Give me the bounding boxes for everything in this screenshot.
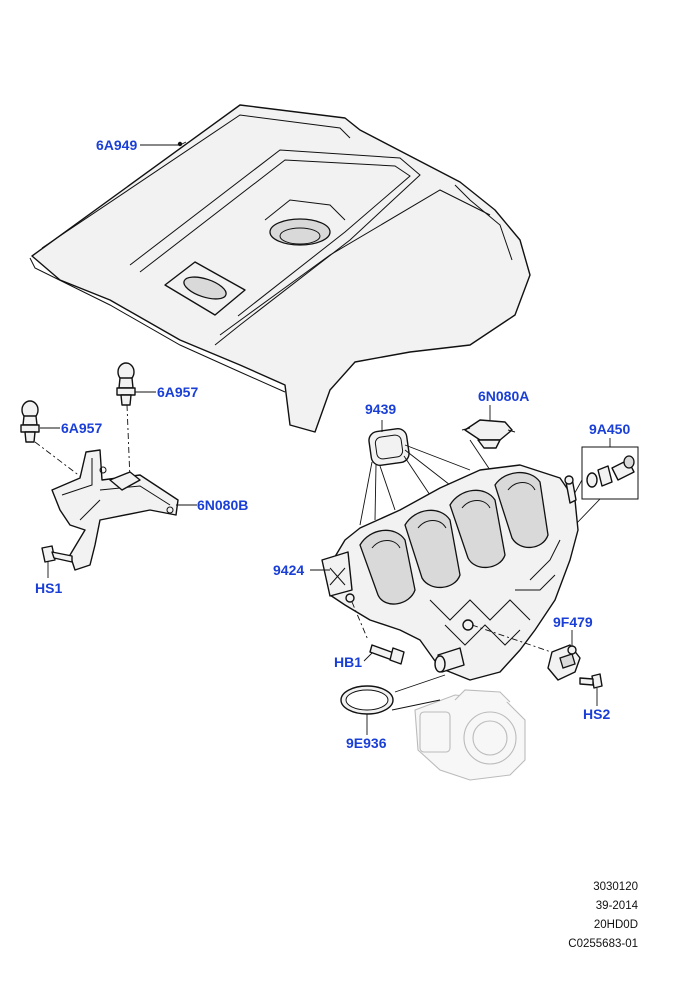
throttle-body-reference: [414, 689, 526, 781]
callout-9424: 9424: [273, 562, 304, 578]
bolt-hs2[interactable]: [579, 673, 603, 689]
bolt-hs1[interactable]: [41, 545, 73, 563]
ball-stud-right[interactable]: [116, 362, 136, 406]
oring-seal[interactable]: [340, 685, 394, 715]
valve-kit[interactable]: [586, 455, 635, 488]
intake-manifold[interactable]: [321, 464, 579, 681]
callout-HB1: HB1: [334, 654, 362, 670]
reference-line-4: C0255683-01: [568, 938, 638, 950]
sensor[interactable]: [547, 644, 581, 681]
clip[interactable]: [461, 419, 516, 449]
callout-6A949: 6A949: [96, 137, 137, 153]
gasket[interactable]: [368, 427, 410, 467]
callout-HS1: HS1: [35, 580, 62, 596]
callout-9F479: 9F479: [553, 614, 593, 630]
callout-6N080A: 6N080A: [478, 388, 529, 404]
callout-6A957-right: 6A957: [157, 384, 198, 400]
reference-line-1: 3030120: [593, 881, 638, 893]
callout-9E936: 9E936: [346, 735, 387, 751]
callout-9A450: 9A450: [589, 421, 630, 437]
engine-cover[interactable]: [29, 104, 531, 433]
callout-6N080B: 6N080B: [197, 497, 248, 513]
ball-stud-left[interactable]: [20, 400, 40, 443]
bracket[interactable]: [51, 449, 179, 571]
reference-line-2: 39-2014: [595, 900, 638, 912]
reference-line-3: 20HD0D: [593, 919, 638, 931]
reference-block: 3030120 39-2014 20HD0D C0255683-01: [568, 878, 638, 954]
callout-HS2: HS2: [583, 706, 610, 722]
bolt-hb1[interactable]: [369, 644, 405, 665]
callout-9439: 9439: [365, 401, 396, 417]
callout-6A957-left: 6A957: [61, 420, 102, 436]
